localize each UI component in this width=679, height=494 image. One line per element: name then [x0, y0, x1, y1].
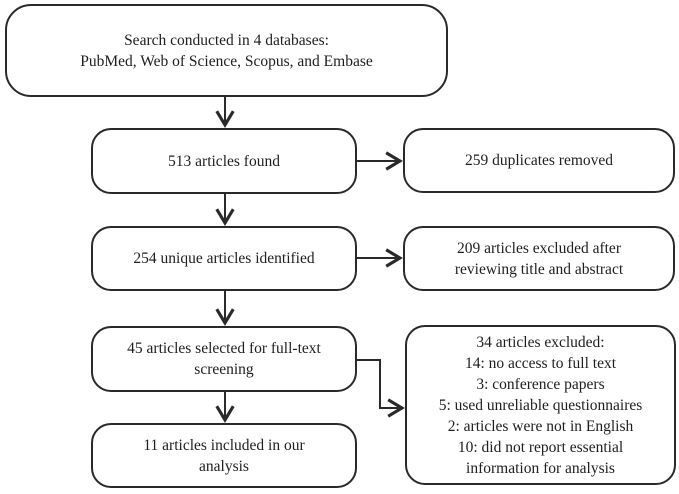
box-text-line: 10: did not report essential — [457, 438, 624, 456]
box-articles-found: 513 articles found — [91, 128, 357, 194]
box-text-line: 5: used unreliable questionnaires — [438, 396, 643, 414]
box-text-line: 14: no access to full text — [464, 354, 617, 372]
box-text-line: analysis — [199, 457, 249, 475]
box-text-line: information for analysis — [466, 459, 615, 477]
box-text-line: 2: articles were not in English — [447, 417, 634, 435]
box-duplicates-removed: 259 duplicates removed — [403, 128, 675, 193]
box-included-analysis: 11 articles included in our analysis — [91, 423, 357, 488]
box-excluded-fulltext: 34 articles excluded: 14: no access to f… — [405, 325, 676, 485]
box-text-line: 513 articles found — [168, 152, 280, 170]
arrow-fulltext-to-excluded-fulltext — [357, 359, 405, 418]
box-search-databases: Search conducted in 4 databases: PubMed,… — [5, 4, 448, 97]
box-text-line: 34 articles excluded: — [476, 333, 605, 351]
box-text-line: 11 articles included in our — [143, 436, 305, 454]
box-text-line: 209 articles excluded after — [457, 239, 621, 257]
box-fulltext-screening: 45 articles selected for full-text scree… — [91, 326, 357, 392]
box-text-line: screening — [194, 361, 254, 378]
box-excluded-title-abstract: 209 articles excluded after reviewing ti… — [403, 226, 675, 291]
box-text-line: 3: conference papers — [476, 375, 605, 393]
box-text-line: 254 unique articles identified — [133, 250, 315, 267]
box-text-line: Search conducted in 4 databases: — [124, 31, 329, 49]
box-text-line: reviewing title and abstract — [454, 260, 624, 278]
box-text-line: PubMed, Web of Science, Scopus, and Emba… — [80, 52, 373, 70]
box-unique-articles: 254 unique articles identified — [91, 226, 357, 291]
box-text-line: 45 articles selected for full-text — [127, 340, 321, 357]
box-text-line: 259 duplicates removed — [464, 152, 614, 169]
